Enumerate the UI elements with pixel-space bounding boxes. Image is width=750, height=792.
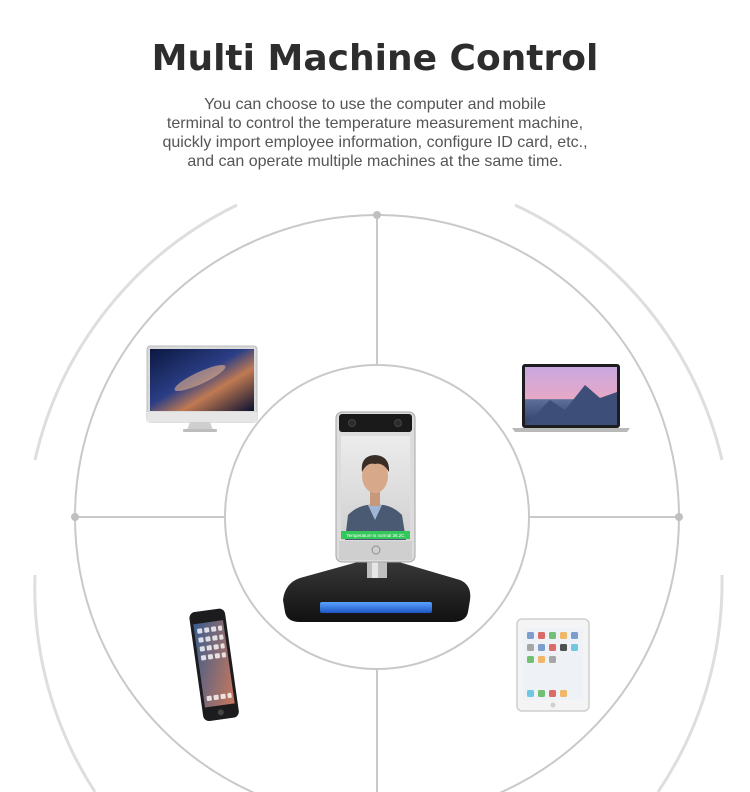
- page-description: You can choose to use the computer and m…: [120, 95, 630, 171]
- page-title: Multi Machine Control: [151, 38, 599, 79]
- ring-dots: [71, 211, 683, 521]
- imac-icon: [146, 345, 258, 432]
- description-line: You can choose to use the computer and m…: [204, 96, 546, 113]
- phone-icon: [189, 608, 239, 722]
- description-line: and can operate multiple machines at the…: [187, 153, 563, 170]
- terminal-screen-caption: Temperature is normal 36.2C: [346, 533, 405, 538]
- description-line: quickly import employee information, con…: [162, 134, 588, 151]
- tablet-icon: [516, 618, 590, 712]
- temperature-terminal-icon: Temperature is normal 36.2C: [283, 411, 471, 622]
- outer-arcs: [33, 203, 724, 792]
- cross-lines: [75, 215, 679, 792]
- description-line: terminal to control the temperature meas…: [166, 115, 584, 132]
- laptop-icon: [512, 364, 630, 432]
